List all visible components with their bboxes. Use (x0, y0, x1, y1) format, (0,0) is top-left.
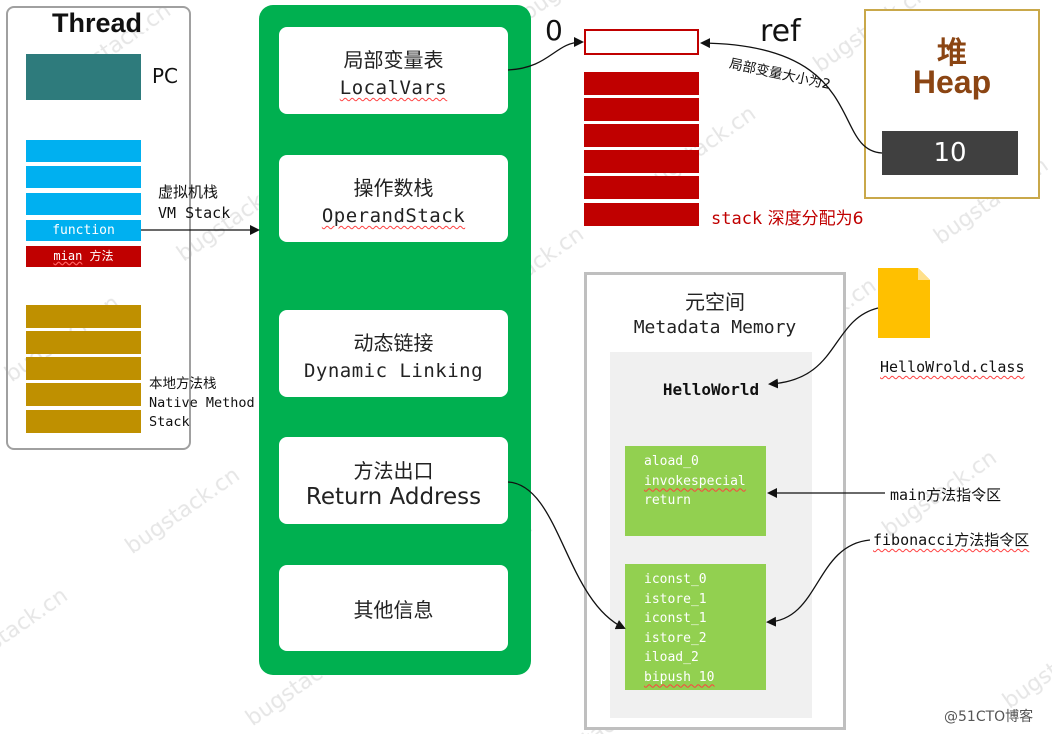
native-stack-label-en1: Native Method (149, 395, 255, 411)
class-file-arrow (768, 307, 879, 389)
dynamic-linking-en: Dynamic Linking (303, 360, 484, 382)
main-frame: mian 方法 (26, 246, 141, 267)
return-address-cn: 方法出口 (353, 459, 434, 483)
vm-stack-label: 虚拟机栈 VM Stack (158, 182, 230, 224)
operand-stack-en: OperandStack (321, 205, 466, 227)
return-address-arrow (507, 481, 626, 630)
bytecode-line: istore_2 (644, 630, 707, 646)
return-address-box: 方法出口 Return Address (279, 437, 508, 524)
other-info-cn: 其他信息 (353, 598, 434, 622)
vm-stack-label-en: VM Stack (158, 204, 231, 222)
fib-zone-label-text: fibonacci方法指令区 (873, 531, 1030, 549)
operand-stack-slot (584, 203, 699, 226)
heap-title-en: Heap (912, 64, 992, 100)
operand-stack-slot (584, 72, 699, 95)
local-vars-en: LocalVars (339, 77, 448, 99)
operand-stack-slot (584, 98, 699, 121)
bytecode-line: iconst_0 (644, 572, 707, 587)
metaspace-title-en: Metadata Memory (633, 317, 797, 338)
class-file-icon (878, 268, 930, 338)
local-vars-arrow (507, 37, 584, 71)
local-vars-cn: 局部变量表 (343, 48, 444, 72)
pc-register (26, 54, 141, 100)
pc-label: PC (152, 64, 179, 88)
main-frame-word: mian (53, 249, 83, 263)
main-zone-label: main方法指令区 (890, 486, 1002, 504)
fib-method-code: iconst_0 istore_1 iconst_1 istore_2 iloa… (625, 564, 766, 690)
native-stack-frame (26, 331, 141, 354)
local-var-ref-slot (584, 29, 699, 55)
operand-stack-slot (584, 150, 699, 173)
native-stack-frame (26, 410, 141, 433)
other-info-box: 其他信息 (279, 565, 508, 651)
stack-depth-text: 深度分配为6 (767, 209, 864, 229)
class-file-name: HelloWrold.class (880, 358, 1025, 376)
bytecode-line: aload_0 (644, 454, 699, 469)
ref-label: ref (760, 14, 801, 49)
bytecode-line: return (644, 493, 691, 508)
native-stack-label: 本地方法栈 Native Method Stack (149, 375, 255, 432)
local-slot-index: 0 (545, 14, 563, 47)
function-frame: function (26, 220, 141, 241)
operand-stack-slot (584, 124, 699, 147)
main-frame-suffix: 方法 (82, 249, 114, 263)
stack-depth-prefix: stack (711, 209, 763, 229)
thread-panel (6, 6, 191, 450)
return-address-en: Return Address (305, 484, 482, 510)
vm-stack-frame (26, 140, 141, 162)
native-stack-label-cn: 本地方法栈 (149, 376, 217, 392)
heap-title-cn: 堆 (937, 36, 967, 71)
vm-stack-frame (26, 166, 141, 188)
bytecode-line: bipush 10 (644, 669, 715, 685)
stack-depth-label: stack 深度分配为6 (711, 204, 863, 229)
native-stack-label-en2: Stack (149, 414, 190, 430)
operand-stack-box: 操作数栈 OperandStack (279, 155, 508, 242)
native-stack-frame (26, 357, 141, 380)
watermark-text: @51CTO博客 (944, 709, 1034, 725)
fib-zone-label: fibonacci方法指令区 (873, 529, 1029, 550)
vm-stack-frame (26, 193, 141, 215)
bytecode-line: invokespecial (644, 473, 746, 489)
bytecode-line: iload_2 (644, 650, 699, 665)
metaspace-title-cn: 元空间 (685, 290, 745, 314)
local-vars-box: 局部变量表 LocalVars (279, 27, 508, 114)
bytecode-line: iconst_1 (644, 611, 707, 626)
bytecode-line: istore_1 (644, 591, 707, 607)
operand-stack-slot (584, 176, 699, 199)
vm-stack-label-cn: 虚拟机栈 (158, 183, 219, 201)
heap-object-value: 10 (882, 131, 1018, 175)
dynamic-linking-box: 动态链接 Dynamic Linking (279, 310, 508, 397)
ref-arrow (700, 38, 883, 154)
dynamic-linking-cn: 动态链接 (353, 331, 434, 355)
class-file-name-text: HelloWrold.class (880, 358, 1025, 376)
native-stack-frame (26, 383, 141, 406)
main-method-code: aload_0 invokespecial return (625, 446, 766, 536)
operand-stack-cn: 操作数栈 (353, 176, 434, 200)
fib-zone-arrow (766, 539, 871, 627)
thread-title: Thread (52, 8, 143, 38)
class-name: HelloWorld (662, 380, 760, 399)
native-stack-frame (26, 305, 141, 328)
